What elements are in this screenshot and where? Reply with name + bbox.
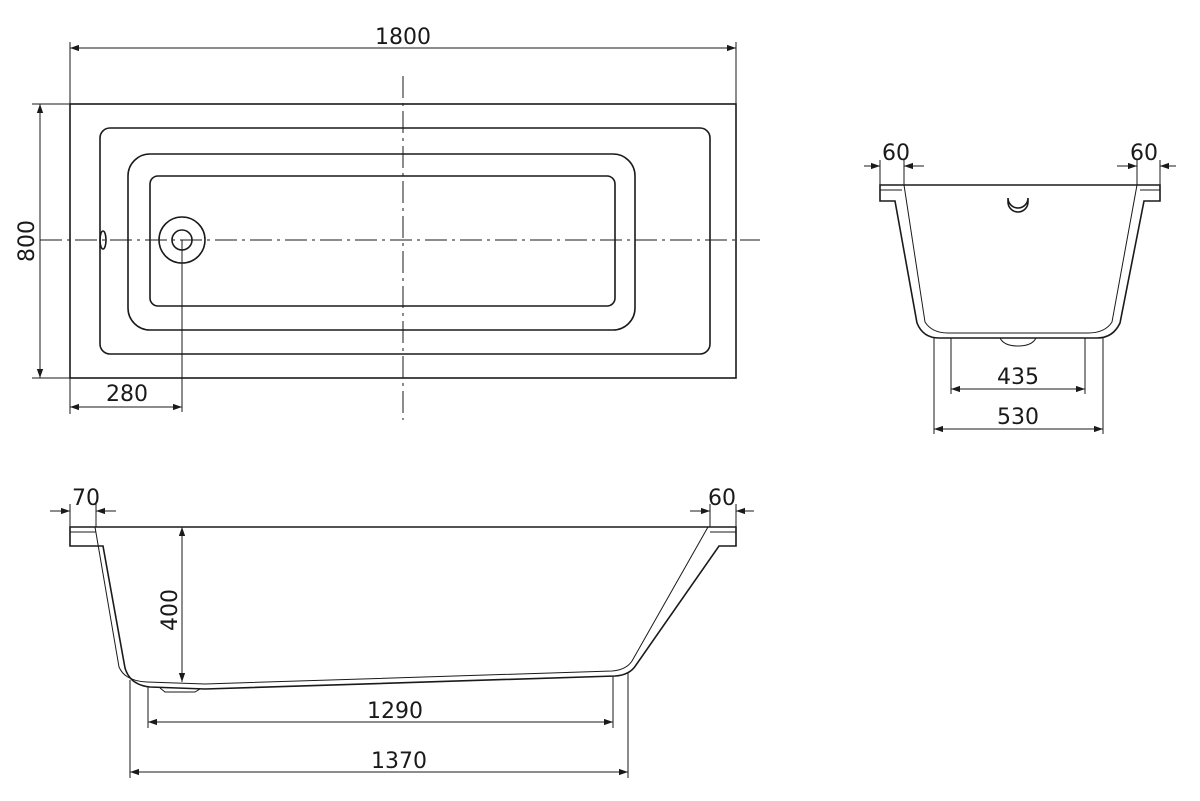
- end-view-outer-profile: [879, 184, 1161, 339]
- label-drain-offset: 280: [106, 382, 148, 407]
- dimension-top-length: 1800: [69, 25, 737, 104]
- dimension-end-rim-right: 60: [1117, 141, 1176, 185]
- label-end-rim-right: 60: [1130, 141, 1158, 166]
- label-top-length: 1800: [375, 25, 431, 50]
- label-end-rim-left: 60: [882, 141, 910, 166]
- dimension-end-bottom-inner: 435: [950, 338, 1086, 394]
- side-view-drain-bump: [159, 687, 201, 693]
- label-side-rim-left: 70: [72, 486, 100, 511]
- side-view-outer-profile: [69, 526, 737, 690]
- dimension-side-rim-right: 60: [690, 486, 754, 527]
- dimension-side-rim-left: 70: [50, 486, 116, 527]
- end-view-inner-profile: [903, 184, 1138, 334]
- dimension-top-width: 800: [15, 103, 70, 379]
- top-view-basin-inner: [149, 175, 616, 307]
- top-view-basin-outer: [127, 153, 636, 331]
- side-view-inner-profile: [94, 526, 709, 685]
- top-view: [40, 76, 760, 420]
- dimension-end-bottom-outer: 530: [933, 338, 1104, 434]
- label-end-bottom-inner: 435: [997, 365, 1039, 390]
- label-side-rim-right: 60: [708, 486, 736, 511]
- dimension-end-rim-left: 60: [864, 141, 924, 185]
- end-view-drain-bump: [999, 337, 1037, 347]
- label-side-bottom-outer: 1370: [371, 749, 427, 774]
- dimension-side-depth: 400: [158, 527, 186, 682]
- label-end-bottom-outer: 530: [997, 405, 1039, 430]
- dimension-side-bottom-outer: 1370: [129, 672, 629, 778]
- label-side-bottom-inner: 1290: [367, 699, 423, 724]
- overflow-hole: [99, 230, 107, 250]
- label-top-width: 800: [15, 220, 40, 262]
- dimension-drain-offset: 280: [69, 378, 182, 414]
- label-side-depth: 400: [158, 589, 183, 631]
- side-view: [69, 526, 737, 693]
- end-view: [879, 184, 1161, 347]
- dimension-side-bottom-inner: 1290: [147, 676, 614, 728]
- end-view-overflow: [1007, 197, 1029, 213]
